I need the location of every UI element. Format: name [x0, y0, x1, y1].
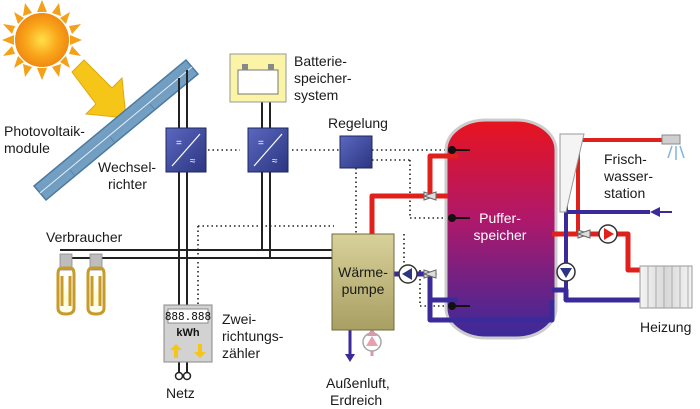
inverter-label-line2: richter — [108, 176, 147, 192]
battery-icon — [229, 53, 287, 103]
battery-label-line3: system — [294, 87, 338, 103]
dc-wiring — [60, 70, 332, 372]
shower-icon — [661, 134, 685, 160]
circulation-pump-icon — [362, 224, 618, 352]
ac-symbol-icon: ≈ — [272, 156, 278, 167]
dc-symbol-icon: = — [176, 138, 182, 149]
buffer-tank: Puffer- speicher — [444, 118, 558, 340]
air-label-line1: Außenluft, — [326, 375, 390, 391]
freshwater-label-line1: Frisch- — [604, 151, 647, 167]
freshwater-label-line2: wasser- — [603, 168, 653, 184]
pv-label-line1: Photovoltaik- — [4, 123, 85, 139]
air-label-line2: Erdreich — [330, 392, 382, 408]
heat-pump-box: Wärme- pumpe — [331, 233, 395, 331]
grid-label: Netz — [166, 385, 195, 401]
buffer-label-line2: speicher — [474, 227, 527, 243]
meter-unit: kWh — [176, 327, 200, 339]
grid-connection-icon — [174, 371, 192, 381]
buffer-label-line1: Puffer- — [479, 210, 521, 226]
battery-label-line1: Batterie- — [294, 53, 347, 69]
meter-label-line3: zähler — [222, 345, 260, 361]
cold-water-inlet-arrow-icon — [650, 207, 672, 217]
battery-label-line2: speicher- — [294, 70, 352, 86]
dc-symbol-icon: = — [258, 138, 264, 149]
pv-panel — [32, 58, 200, 202]
air-ground-arrows-icon — [345, 328, 377, 362]
inverter-2: = ≈ — [247, 127, 289, 173]
meter-display: 888.888 — [165, 310, 211, 323]
lightbulb-icon — [48, 253, 84, 320]
temperature-sensors — [448, 146, 470, 310]
meter-label-line2: richtungs- — [222, 328, 284, 344]
fresh-water-exchanger — [559, 133, 585, 213]
controller-box — [339, 135, 373, 169]
heating-label: Heizung — [640, 319, 691, 335]
control-label: Regelung — [328, 115, 388, 131]
inverter-label-line1: Wechsel- — [98, 159, 156, 175]
lightbulb-icon — [78, 253, 114, 320]
ac-symbol-icon: ≈ — [190, 156, 196, 167]
radiator-icon — [639, 265, 693, 309]
inverter-1: = ≈ — [165, 127, 207, 173]
mixing-valve-icon — [422, 191, 592, 279]
heatpump-label-line1: Wärme- — [338, 264, 388, 280]
sun-icon — [2, 0, 82, 80]
sunlight-arrow-icon — [71, 59, 127, 119]
bidirectional-meter: 888.888 kWh — [163, 304, 213, 363]
meter-label-line1: Zwei- — [222, 311, 257, 327]
freshwater-label-line3: station — [604, 185, 645, 201]
heatpump-label-line2: pumpe — [342, 281, 385, 297]
consumers-label: Verbraucher — [46, 229, 123, 245]
pv-label-line2: module — [4, 140, 50, 156]
